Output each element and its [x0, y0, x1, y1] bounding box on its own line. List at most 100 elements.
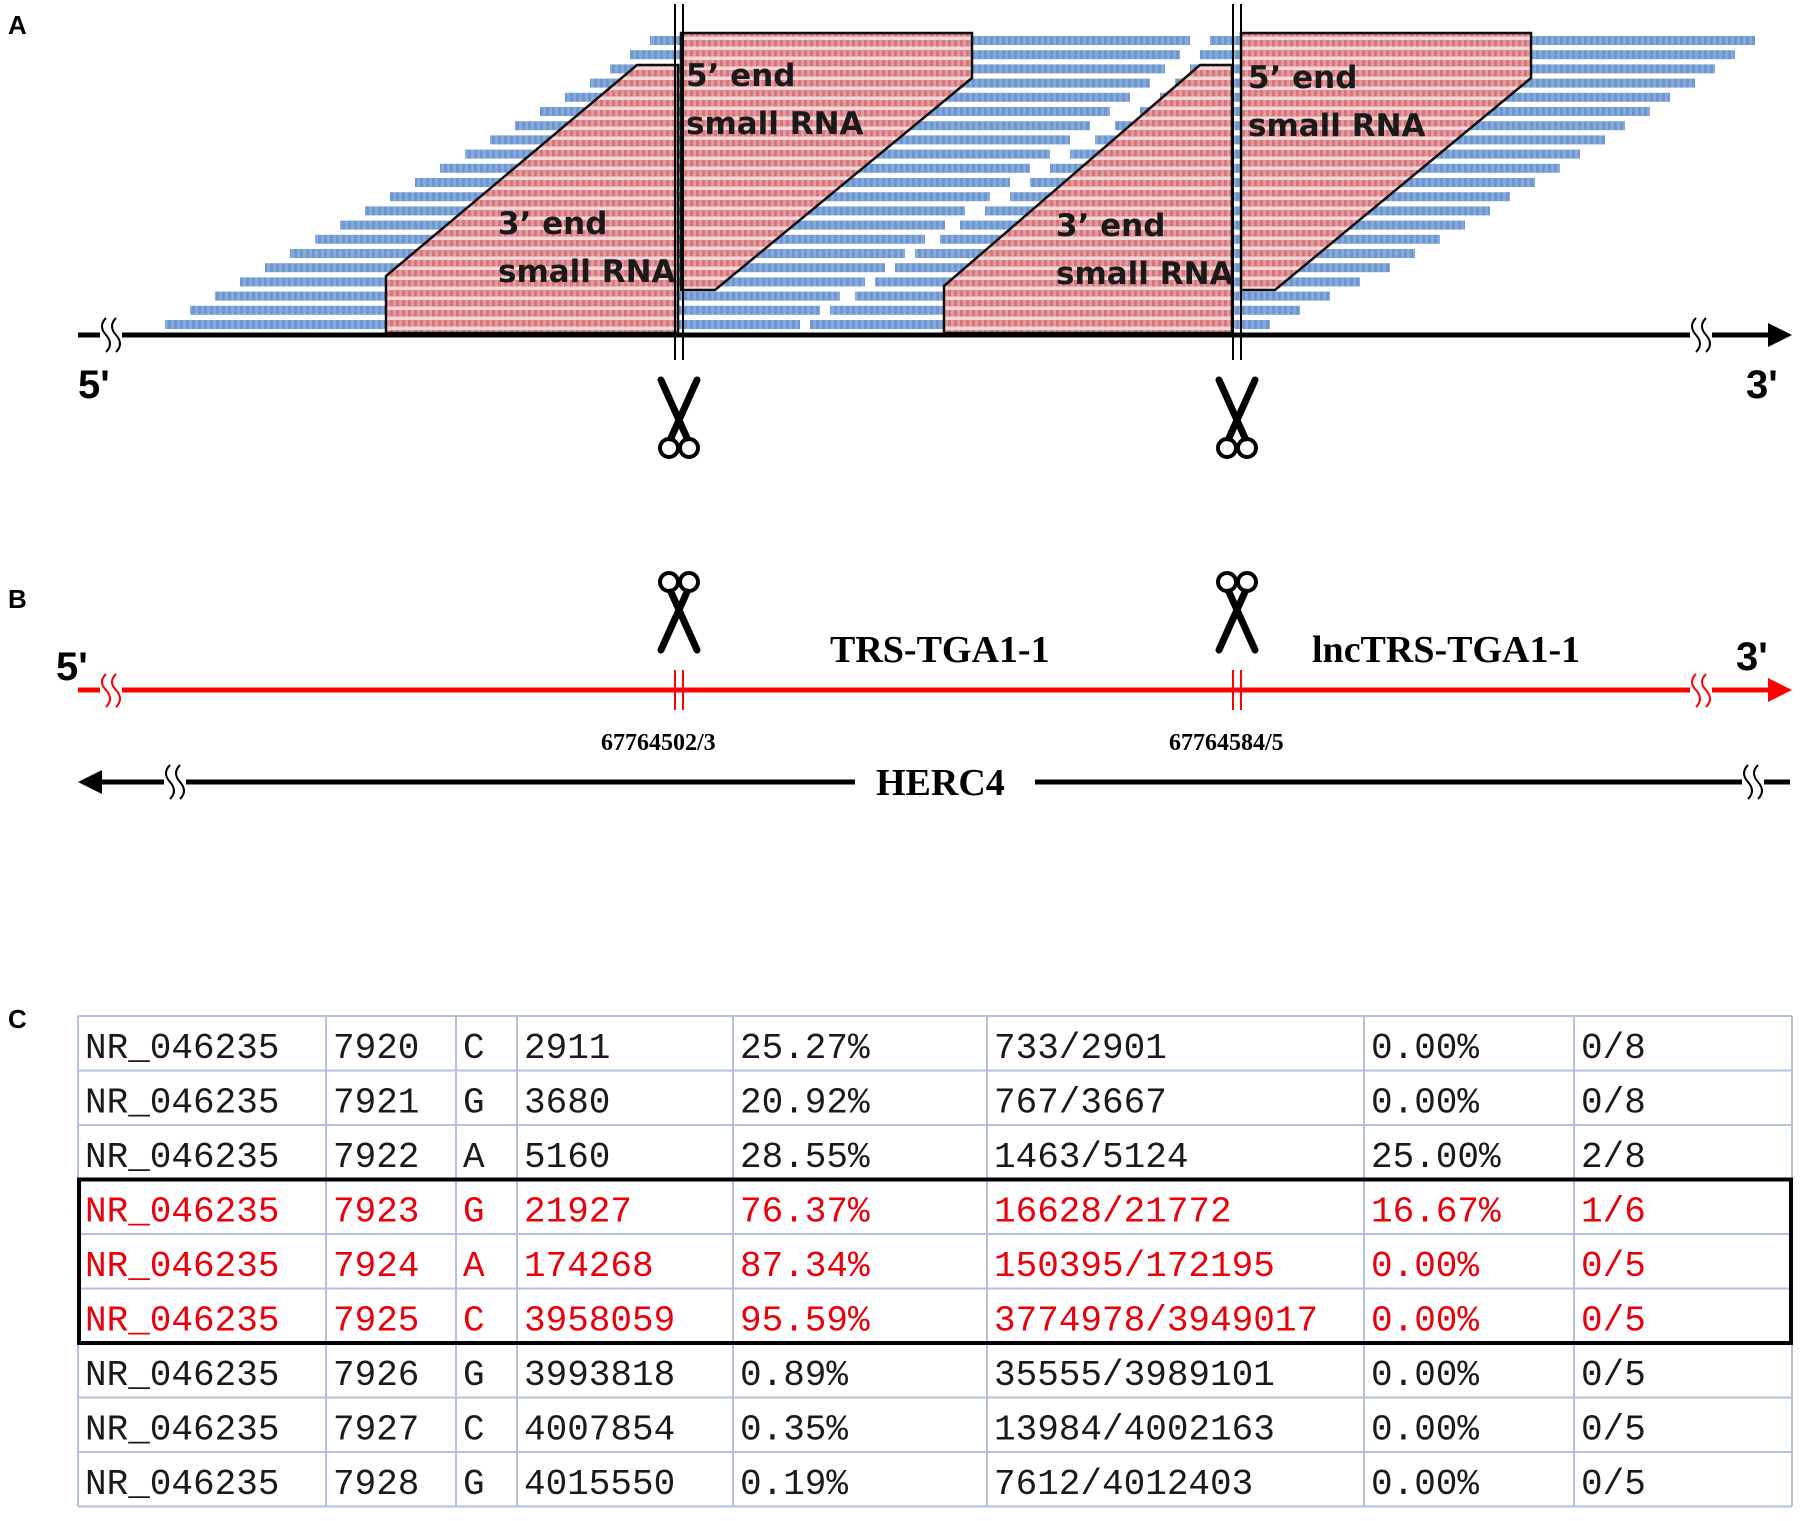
table-cell: 13984/4002163 [994, 1410, 1275, 1451]
table-cell: 3993818 [524, 1355, 675, 1396]
table-cell: NR_046235 [85, 1410, 279, 1451]
table-cell: 95.59% [740, 1301, 870, 1342]
sense-strand-red [78, 670, 1792, 710]
table-row: NR_046235 7926 G 3993818 0.89% 35555/3989101 0… [85, 1355, 1646, 1396]
table-row: NR_046235 7928 G 4015550 0.19% 7612/4012403 0.… [85, 1464, 1646, 1505]
table-cell: 767/3667 [994, 1083, 1167, 1124]
block-3-label-line1: 3’ end [1056, 208, 1165, 244]
five-prime-label-b: 5' [56, 645, 88, 689]
table-cell: NR_046235 [85, 1028, 279, 1069]
lnc-gene-label: lncTRS-TGA1-1 [1312, 629, 1580, 671]
cleavage-position-2: 67764584/5 [1169, 730, 1284, 756]
scissors-icon [657, 571, 701, 654]
table-cell: 0/5 [1581, 1410, 1646, 1451]
table-cell: A [463, 1137, 485, 1178]
table-cell: 0.35% [740, 1410, 848, 1451]
table-cell: 25.27% [740, 1028, 870, 1069]
block-2-label-line2: small RNA [686, 106, 864, 142]
table-cell: 0.00% [1371, 1355, 1479, 1396]
table-cell: C [463, 1410, 485, 1451]
table-cell: 0/5 [1581, 1301, 1646, 1342]
table-cell: 7612/4012403 [994, 1464, 1253, 1505]
table-cell: G [463, 1192, 485, 1233]
table-cell: 0.00% [1371, 1410, 1479, 1451]
table-cell: NR_046235 [85, 1301, 279, 1342]
table-cell: 7925 [333, 1301, 419, 1342]
table-cell: 4015550 [524, 1464, 675, 1505]
table-cell: 3680 [524, 1083, 610, 1124]
table-row: NR_046235 7927 C 4007854 0.35% 13984/4002163 0… [85, 1410, 1646, 1451]
table-cell: NR_046235 [85, 1192, 279, 1233]
table-cell: G [463, 1083, 485, 1124]
table-cell: 0.89% [740, 1355, 848, 1396]
table-cell: 2911 [524, 1028, 610, 1069]
table-cell: 20.92% [740, 1083, 870, 1124]
scissors-icon [657, 376, 701, 459]
trs-gene-label: TRS-TGA1-1 [830, 629, 1050, 671]
five-prime-label-a: 5' [78, 363, 110, 407]
table-cell: 7923 [333, 1192, 419, 1233]
table-cell: 7924 [333, 1246, 419, 1287]
table-cell: 76.37% [740, 1192, 870, 1233]
table-cell: 87.34% [740, 1246, 870, 1287]
table-cell: 0/5 [1581, 1355, 1646, 1396]
genome-axis-a [78, 317, 1792, 353]
table-cell: NR_046235 [85, 1464, 279, 1505]
scissors-icon [1215, 376, 1259, 459]
table-cell: 0.00% [1371, 1083, 1479, 1124]
table-cell: 3774978/3949017 [994, 1301, 1318, 1342]
table-cell: 7926 [333, 1355, 419, 1396]
table-cell: 7922 [333, 1137, 419, 1178]
table-cell: 1463/5124 [994, 1137, 1188, 1178]
table-cell: 0.19% [740, 1464, 848, 1505]
table-cell: 1/6 [1581, 1192, 1646, 1233]
block-1-label-line2: small RNA [498, 254, 676, 290]
read-bar [985, 206, 1490, 216]
table-cell: 733/2901 [994, 1028, 1167, 1069]
scissors-icon [1215, 571, 1259, 654]
table-cell: A [463, 1246, 485, 1287]
panel-b-label: B [8, 584, 27, 614]
table-cell: NR_046235 [85, 1355, 279, 1396]
table-cell: 0.00% [1371, 1246, 1479, 1287]
table-cell: 16.67% [1371, 1192, 1501, 1233]
table-cell: 7928 [333, 1464, 419, 1505]
herc4-gene-label: HERC4 [876, 762, 1005, 804]
table-cell: 0.00% [1371, 1301, 1479, 1342]
table-cell: 3958059 [524, 1301, 675, 1342]
table-cell: 4007854 [524, 1410, 675, 1451]
table-row: NR_046235 7923 G 21927 76.37% 16628/21772 16.6… [85, 1192, 1646, 1233]
three-prime-label-a: 3' [1746, 363, 1778, 407]
table-cell: G [463, 1464, 485, 1505]
table-cell: 7921 [333, 1083, 419, 1124]
table-cell: NR_046235 [85, 1083, 279, 1124]
table-cell: 21927 [524, 1192, 632, 1233]
table-cell: 16628/21772 [994, 1192, 1232, 1233]
table-cell: 174268 [524, 1246, 654, 1287]
table-cell: 5160 [524, 1137, 610, 1178]
block-2-label-line1: 5’ end [686, 58, 795, 94]
table-cell: 7927 [333, 1410, 419, 1451]
table-cell: 7920 [333, 1028, 419, 1069]
table-cell: 28.55% [740, 1137, 870, 1178]
block-4-label-line1: 5’ end [1248, 60, 1357, 96]
table-cell: 35555/3989101 [994, 1355, 1275, 1396]
table-cell: 0/5 [1581, 1464, 1646, 1505]
block-4-label-line2: small RNA [1248, 108, 1426, 144]
table-cell: 0/5 [1581, 1246, 1646, 1287]
antisense-strand [78, 764, 1790, 800]
table-cell: C [463, 1028, 485, 1069]
block-1-label-line1: 3’ end [498, 206, 607, 242]
block-3-label-line2: small RNA [1056, 256, 1234, 292]
panel-c-label: C [8, 1004, 27, 1034]
three-prime-label-b: 3' [1736, 635, 1768, 679]
table-cell: 0.00% [1371, 1464, 1479, 1505]
table-cell: 0.00% [1371, 1028, 1479, 1069]
table-cell: 2/8 [1581, 1137, 1646, 1178]
table-cell: G [463, 1355, 485, 1396]
table-cell: 150395/172195 [994, 1246, 1275, 1287]
